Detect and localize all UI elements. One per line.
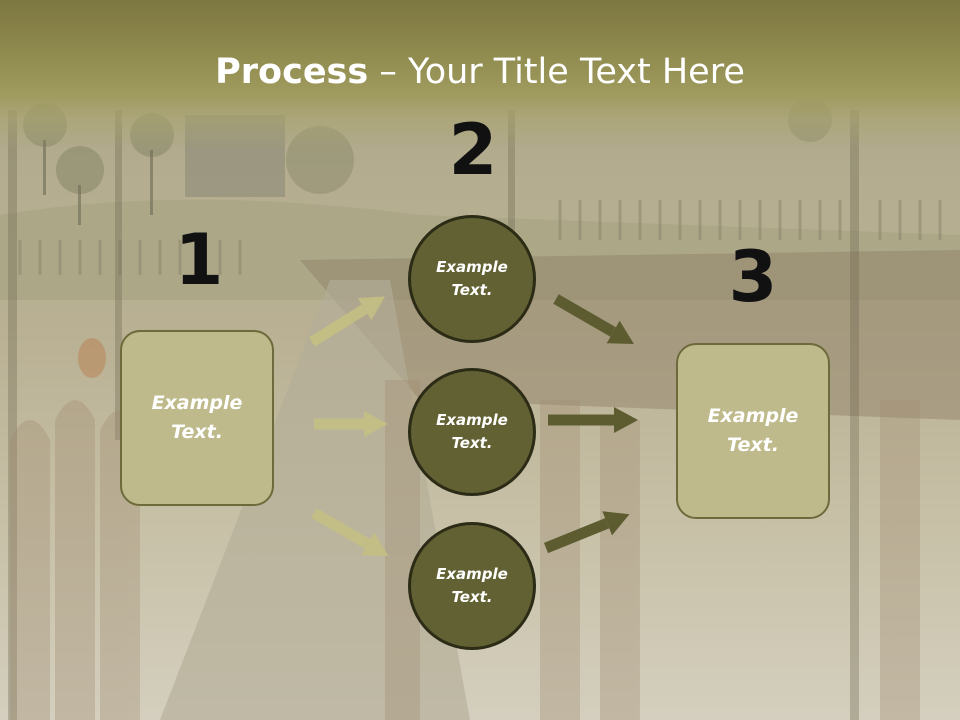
title-bold: Process (215, 52, 369, 92)
arrow-bottom-to-right (543, 511, 630, 554)
step-number-1: 1 (174, 219, 224, 301)
arrow-left-to-top (309, 296, 385, 347)
arrow-middle-to-right (548, 407, 638, 433)
right-box-text: Example Text. (707, 405, 799, 456)
slide-title: Process – Your Title Text Here (0, 52, 960, 92)
circle-middle-text: Example Text. (436, 411, 508, 452)
arrow-left-to-bottom (311, 508, 389, 556)
step-number-3: 3 (728, 236, 778, 318)
left-box-text: Example Text. (151, 392, 243, 443)
circle-middle: Example Text. (408, 368, 536, 496)
title-rest: – Your Title Text Here (368, 52, 745, 92)
right-box: Example Text. (676, 343, 830, 519)
left-box: Example Text. (120, 330, 274, 506)
circle-bottom-text: Example Text. (436, 565, 508, 606)
step-number-2: 2 (448, 109, 498, 191)
arrow-left-to-middle (314, 411, 388, 437)
arrow-top-to-right (553, 294, 634, 344)
circle-bottom: Example Text. (408, 522, 536, 650)
circle-top-text: Example Text. (436, 258, 508, 299)
circle-top: Example Text. (408, 215, 536, 343)
title-band (0, 0, 960, 150)
